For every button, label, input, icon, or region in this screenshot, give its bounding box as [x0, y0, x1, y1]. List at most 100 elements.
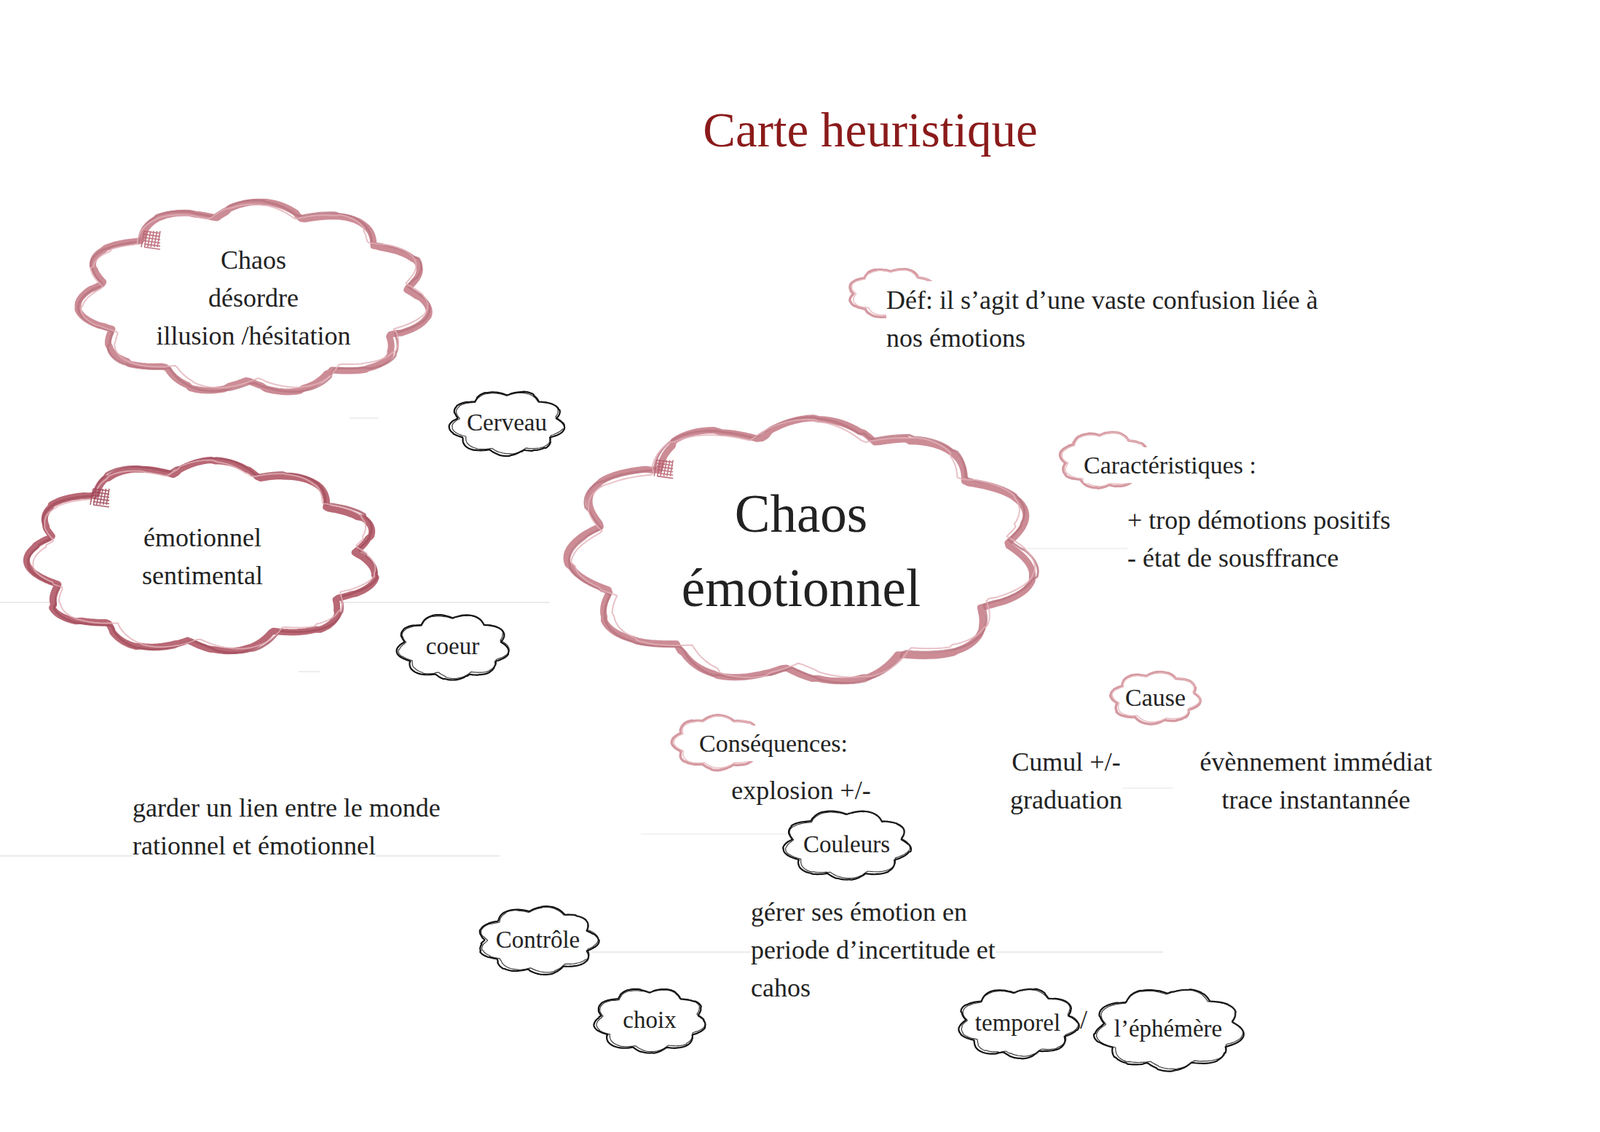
node-text-group: Chaos émotionnel [629, 477, 973, 626]
cloud-outline [785, 811, 911, 879]
cloud-outline [479, 905, 600, 975]
hatch-stroke [93, 491, 110, 494]
cloud-outline [782, 811, 912, 880]
cloud-outline [1112, 672, 1201, 723]
faint-rule [298, 670, 321, 673]
node-text: émotionnel [142, 518, 263, 557]
node-text: Chaos émotionnel [629, 477, 973, 626]
hatch-stroke [666, 460, 670, 477]
hatch-mark [653, 460, 673, 479]
cloud-shape [20, 453, 385, 660]
node-text: sentimental [142, 556, 263, 595]
cloud-outline [481, 906, 599, 973]
cloud-node: Contrôle [474, 903, 602, 978]
node-text-group: temporel [975, 1008, 1061, 1038]
hatch-stroke [144, 234, 161, 237]
node-text-group: Chaosdésordreillusion /hésitation [156, 241, 352, 356]
note-text: Cumul +/- graduation [989, 742, 1143, 819]
node-text-group: émotionnelsentimental [142, 518, 263, 595]
node-text: Caractéristiques : [1083, 447, 1257, 483]
hatch-stroke [656, 476, 673, 479]
note-text: / [1072, 1000, 1095, 1039]
node-text-group: l’éphémère [1114, 1014, 1223, 1044]
hatch-stroke [154, 230, 158, 247]
node-text-group: Déf: il s’agit d’une vaste confusion lié… [886, 281, 1331, 357]
cloud-outline [568, 417, 1038, 684]
cloud-outline [961, 989, 1078, 1057]
note-text-span: / [1080, 1005, 1088, 1035]
note-text: évènnement immédiat trace instantannée [1188, 742, 1444, 819]
cloud-outline [398, 615, 510, 679]
cloud-outline [452, 392, 566, 454]
hatch-stroke [656, 463, 673, 466]
cloud-node: émotionnelsentimental [20, 453, 385, 660]
note-text: + trop démotions positifs [1127, 501, 1579, 539]
cloud-shape [560, 412, 1043, 690]
node-text: Cerveau [466, 408, 547, 438]
heading-node: Caractéristiques : [1083, 447, 1390, 484]
node-text: Couleurs [803, 830, 890, 860]
node-text: Conséquences: [699, 725, 848, 762]
cloud-outline [1096, 989, 1243, 1070]
cloud-outline [570, 419, 1035, 678]
note-text-span: explosion +/- [731, 775, 871, 805]
note-text: gérer ses émotion en periode d’incertitu… [750, 892, 1010, 1008]
note-text-span: évènnement immédiat trace instantannée [1200, 747, 1433, 815]
node-text-group: Caractéristiques : [1083, 447, 1390, 483]
hatch-stroke [141, 230, 145, 247]
hatch-mark [141, 230, 161, 250]
note-text: explosion +/- [691, 771, 911, 810]
node-text: Contrôle [495, 925, 580, 955]
cloud-node: Cerveau [445, 387, 569, 459]
cloud-outline [32, 460, 376, 649]
cloud-outline [448, 391, 565, 456]
hatch-stroke [157, 230, 161, 247]
hatch-stroke [103, 488, 107, 505]
cloud-node: Chaosdésordreillusion /hésitation [71, 196, 436, 400]
hatch-mark [90, 488, 110, 507]
note-text-span: - état de sousffrance [1127, 543, 1339, 573]
note-text: - état de sousffrance [1127, 538, 1579, 577]
node-text: temporel [975, 1008, 1061, 1038]
cloud-outline [28, 458, 378, 653]
cloud-outline [1110, 671, 1201, 724]
note-text-span: Cumul +/- graduation [1010, 747, 1123, 815]
cloud-node: temporel [954, 984, 1082, 1062]
node-text: Chaos [156, 241, 352, 279]
note-text-span: garder un lien entre le monde rationnel … [132, 793, 441, 861]
hatch-stroke [93, 504, 110, 507]
node-text-group: coeur [426, 632, 480, 662]
heading-node: Conséquences: [699, 725, 1006, 762]
cloud-outline [593, 988, 705, 1054]
cloud-outline [958, 988, 1079, 1059]
cloud-node: Chaos émotionnel [560, 412, 1043, 690]
node-text: l’éphémère [1114, 1014, 1223, 1044]
cloud-node: Couleurs [779, 806, 914, 883]
heading-node: Déf: il s’agit d’une vaste confusion lié… [886, 281, 1331, 358]
faint-rule [1019, 547, 1137, 550]
cloud-outline [77, 201, 429, 392]
node-text-group: Contrôle [495, 925, 580, 955]
hatch-stroke [106, 488, 110, 505]
node-text: Cause [1125, 683, 1186, 713]
node-text: illusion /hésitation [156, 316, 352, 355]
cloud-outline [396, 614, 510, 680]
faint-rule [640, 833, 787, 835]
node-text-group: Cause [1125, 683, 1186, 713]
node-text-group: Conséquences: [699, 725, 1006, 762]
hatch-stroke [90, 488, 94, 505]
node-text-group: Cerveau [466, 408, 547, 438]
cloud-outline [77, 200, 429, 392]
cloud-node: l’éphémère [1090, 984, 1247, 1074]
cloud-outline [1093, 988, 1244, 1071]
note-text: garder un lien entre le monde rationnel … [132, 788, 504, 865]
node-text-group: Couleurs [803, 830, 890, 860]
note-text-span: gérer ses émotion en periode d’incertitu… [750, 897, 996, 1003]
cloud-node: coeur [392, 610, 513, 684]
hatch-stroke [144, 246, 161, 250]
node-text: Déf: il s’agit d’une vaste confusion lié… [886, 281, 1331, 357]
node-text: choix [622, 1005, 676, 1035]
hatch-stroke [670, 460, 673, 477]
node-text: désordre [156, 278, 352, 317]
